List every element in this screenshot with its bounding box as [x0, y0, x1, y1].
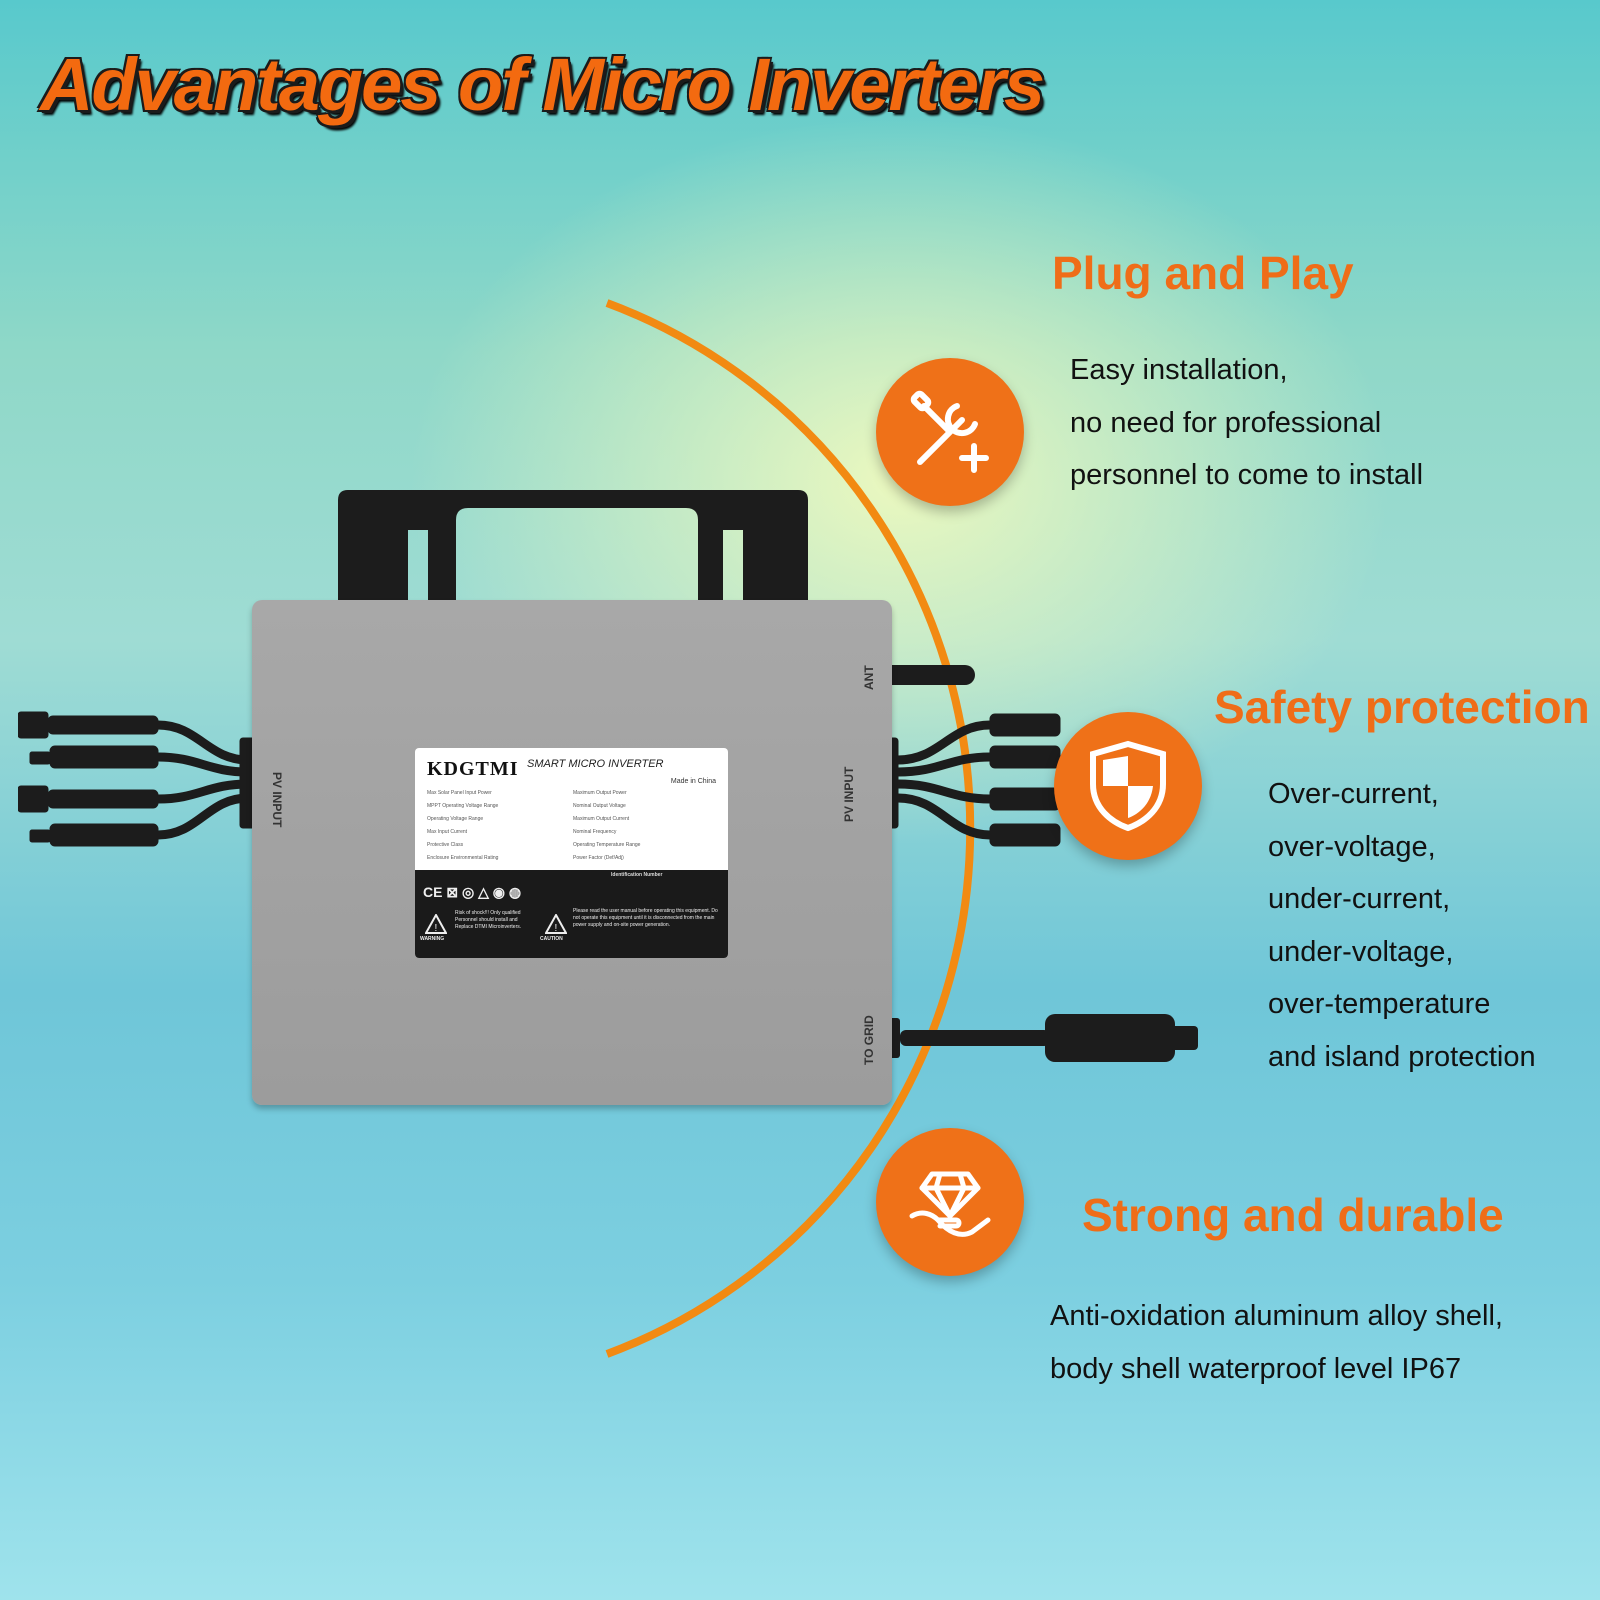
mounting-bracket [338, 490, 808, 600]
feature-line: body shell waterproof level IP67 [1050, 1352, 1462, 1385]
warning-label: WARNING [420, 936, 445, 942]
caution-text: Please read the user manual before opera… [573, 908, 718, 928]
warning-text: Risk of shock!!! Only qualified Personne… [455, 910, 522, 930]
spec-right: Nominal Output Voltage [573, 803, 626, 809]
spec-right: Maximum Output Current [573, 816, 630, 822]
spec-left: Protective Class [427, 842, 464, 848]
pv-connectors-right [880, 713, 1061, 847]
ant-port-label: ANT [862, 665, 876, 690]
feature-line: personnel to come to install [1070, 459, 1424, 491]
spec-left: Max Solar Panel Input Power [427, 790, 492, 796]
feature-title-strong-durable: Strong and durable [1082, 1189, 1504, 1241]
id-number-label: Identification Number [611, 872, 663, 878]
spec-right: Maximum Output Power [573, 790, 627, 796]
feature-line: Over-current, [1268, 778, 1439, 810]
pv-connectors-left [18, 711, 258, 847]
spec-left: MPPT Operating Voltage Range [427, 803, 499, 809]
pv-input-right-label: PV INPUT [842, 766, 856, 822]
product-name: SMART MICRO INVERTER [527, 758, 664, 770]
strong-durable-badge [876, 1128, 1024, 1276]
brand-name: KDGTMI [427, 758, 519, 780]
feature-title-plug-and-play: Plug and Play [1052, 247, 1354, 299]
feature-line: under-current, [1268, 883, 1451, 915]
svg-text:!: ! [555, 923, 558, 934]
pv-input-left-label: PV INPUT [270, 772, 284, 828]
product-label: KDGTMI SMART MICRO INVERTER Made in Chin… [415, 748, 728, 958]
spec-right: Operating Temperature Range [573, 842, 641, 848]
grid-cable [880, 1014, 1198, 1062]
diamond-hand-icon [909, 1171, 991, 1237]
feature-title-safety-protection: Safety protection [1214, 681, 1590, 733]
feature-line: under-voltage, [1268, 935, 1454, 968]
spec-right: Power Factor (Def/Adj) [573, 855, 624, 861]
spec-left: Operating Voltage Range [427, 816, 484, 822]
certification-marks: CE ⊠ ◎ △ ◉ ◍ [423, 884, 522, 900]
feature-line: over-voltage, [1268, 830, 1436, 863]
safety-protection-badge [1054, 712, 1202, 860]
spec-left: Enclosure Environmental Rating [427, 855, 499, 861]
spec-right: Nominal Frequency [573, 829, 617, 835]
feature-desc-strong-durable: Anti-oxidation aluminum alloy shell, bod… [1050, 1290, 1503, 1395]
svg-text:!: ! [435, 923, 438, 934]
caution-label: CAUTION [540, 936, 563, 942]
antenna [880, 665, 975, 685]
spec-left: Max Input Current [427, 829, 468, 835]
page-title: Advantages of Micro Inverters [40, 43, 1045, 126]
feature-desc-plug-and-play: Easy installation, no need for professio… [1070, 344, 1423, 502]
feature-line: and island protection [1268, 1040, 1536, 1073]
shield-icon [1090, 740, 1166, 832]
to-grid-label: TO GRID [862, 1015, 876, 1065]
warning-icon: ! [425, 914, 447, 934]
plug-and-play-badge [876, 358, 1024, 506]
caution-icon: ! [545, 914, 567, 934]
feature-line: Easy installation, [1070, 354, 1288, 386]
feature-line: over-temperature [1268, 988, 1491, 1020]
feature-line: no need for professional [1070, 406, 1382, 439]
label-warning-panel: Identification Number CE ⊠ ◎ △ ◉ ◍ ! WAR… [415, 870, 728, 958]
feature-desc-safety-protection: Over-current, over-voltage, under-curren… [1268, 768, 1536, 1083]
tools-icon [910, 390, 989, 473]
feature-line: Anti-oxidation aluminum alloy shell, [1050, 1300, 1503, 1332]
made-in: Made in China [670, 778, 716, 785]
